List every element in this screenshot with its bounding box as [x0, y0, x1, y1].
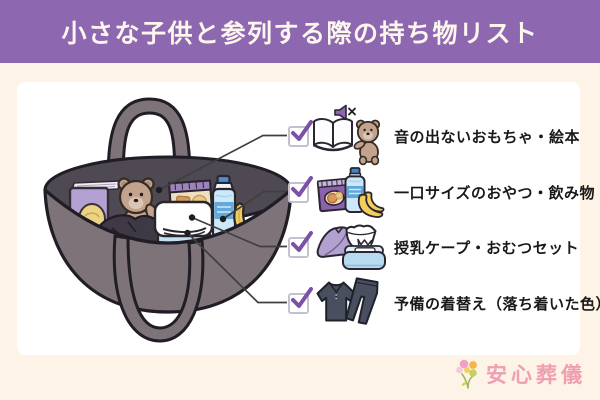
page-title: 小さな子供と参列する際の持ち物リスト	[61, 19, 539, 48]
brand-logo: 安心葬儀	[455, 357, 586, 391]
picture-book-icon	[312, 118, 354, 152]
item-label: 音の出ないおもちゃ・絵本	[394, 128, 581, 146]
muted-sound-icon	[334, 104, 356, 121]
water-bottle-icon	[344, 167, 366, 213]
baby-wipes-icon	[342, 238, 386, 270]
checkbox-nursing-diaper[interactable]	[288, 230, 313, 258]
checklist-item-spare-clothes: 予備の着替え（落ち着いた色）	[288, 271, 600, 335]
row3-icons	[316, 224, 386, 270]
brand-name: 安心葬儀	[486, 364, 586, 387]
item-label: 授乳ケープ・おむつセット	[394, 239, 580, 257]
banana-icon	[357, 191, 385, 218]
row4-icons	[316, 277, 379, 325]
checkbox-spare-clothes[interactable]	[288, 286, 313, 314]
checklist-item-silent-toys: 音の出ないおもちゃ・絵本	[288, 104, 580, 168]
checkbox-silent-toys[interactable]	[288, 119, 313, 147]
polo-shirt-icon	[316, 281, 356, 322]
item-label: 一口サイズのおやつ・飲み物	[394, 184, 596, 202]
flower-bouquet-icon	[456, 359, 477, 389]
checklist-item-snacks-drinks: 一口サイズのおやつ・飲み物	[288, 160, 595, 224]
trousers-icon	[345, 277, 379, 325]
checkmark-icon	[291, 119, 313, 141]
item-label: 予備の着替え（落ち着いた色）	[394, 295, 600, 313]
checkbox-snacks-drinks[interactable]	[288, 175, 313, 203]
checkmark-icon	[291, 230, 313, 252]
checklist-item-nursing-diaper: 授乳ケープ・おむつセット	[288, 215, 579, 279]
checkmark-icon	[291, 175, 313, 197]
teddy-bear-icon	[353, 119, 381, 166]
row1-icons	[312, 104, 381, 166]
title-bar: 小さな子供と参列する際の持ち物リスト	[0, 0, 600, 63]
row2-icons	[316, 167, 385, 218]
checkmark-icon	[291, 286, 313, 308]
